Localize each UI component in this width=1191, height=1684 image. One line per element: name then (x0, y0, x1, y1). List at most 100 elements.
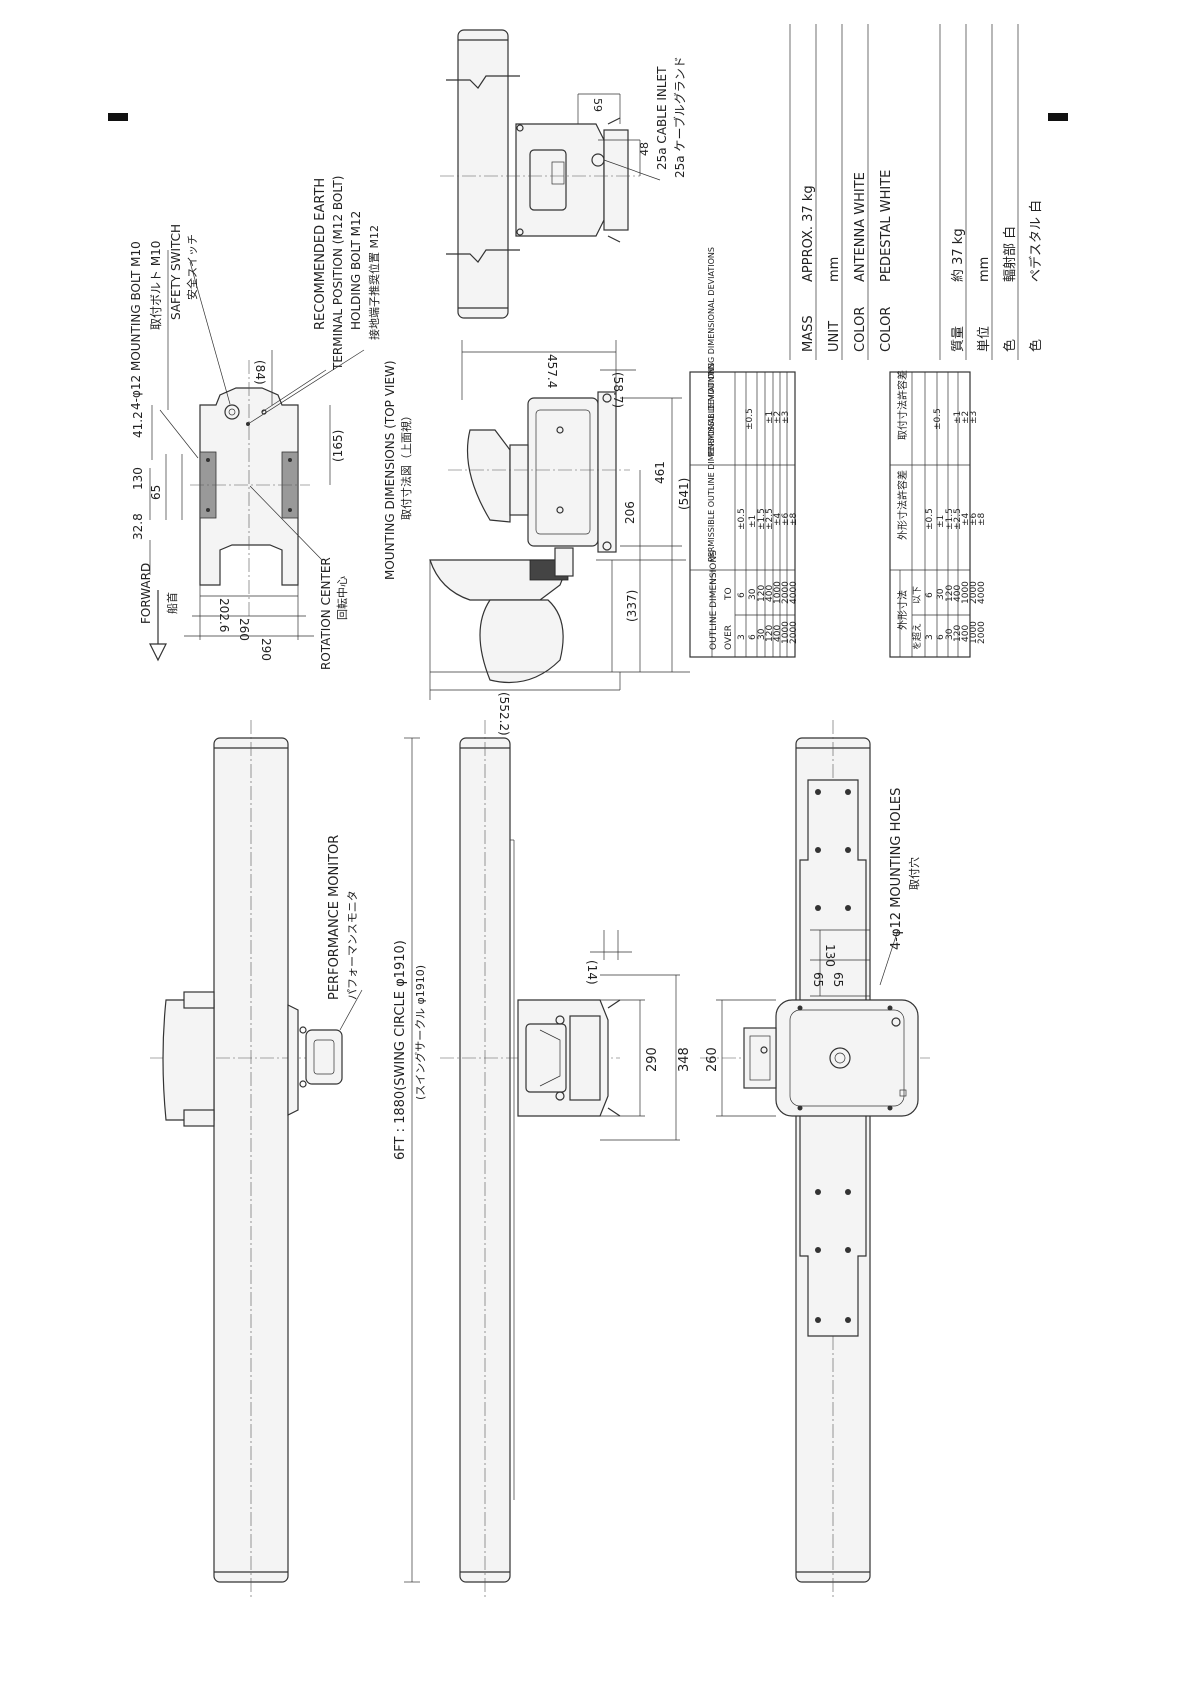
registration-mark-right (1048, 113, 1068, 121)
svg-text:±1.5: ±1.5 (945, 508, 955, 530)
svg-text:30: 30 (748, 588, 758, 600)
mounting-top-view (149, 250, 365, 640)
svg-text:以下: 以下 (913, 586, 923, 604)
dim-165: (165) (331, 430, 345, 462)
svg-text:6: 6 (925, 592, 935, 598)
rotation-center-label-jp: 回転中心 (336, 576, 349, 620)
dim-59: 59 (591, 98, 604, 112)
earth-terminal-label-2: TERMINAL POSITION (M12 BOLT) (331, 176, 345, 371)
svg-text:±4: ±4 (773, 512, 783, 526)
cable-inlet-label-jp: 25a ケーブルグランド (672, 56, 687, 178)
svg-text:120: 120 (945, 585, 955, 602)
svg-text:±1: ±1 (936, 515, 946, 528)
dim-457-4: 457.4 (545, 354, 559, 388)
spec-color-antenna-value-jp: 輻射部 白 (1002, 226, 1018, 282)
svg-text:120: 120 (953, 625, 963, 642)
svg-text:400: 400 (765, 585, 775, 602)
end-view (440, 29, 661, 319)
dim-260-top: 260 (237, 618, 251, 641)
radiator-top-view (150, 720, 363, 1600)
rotation-center-leader (249, 485, 323, 561)
svg-text:±2.5: ±2.5 (765, 508, 775, 530)
spec-mass-label: MASS (801, 315, 816, 352)
spec-color-antenna-label-jp: 色 (1002, 339, 1018, 352)
svg-text:取付寸法許容差: 取付寸法許容差 (896, 370, 909, 440)
svg-text:±1: ±1 (953, 411, 963, 424)
svg-text:±4: ±4 (961, 512, 971, 526)
svg-text:±6: ±6 (781, 512, 791, 526)
svg-text:400: 400 (953, 585, 963, 602)
svg-text:400: 400 (961, 625, 971, 642)
svg-text:±1: ±1 (765, 411, 775, 424)
dim-14: (14) (585, 960, 599, 985)
spec-unit-label: UNIT (827, 321, 842, 352)
svg-text:30: 30 (936, 588, 946, 600)
svg-text:OVER: OVER (724, 625, 734, 650)
dim-260: 260 (705, 1047, 720, 1072)
spec-color-pedestal-value-jp: ペデスタル 白 (1028, 200, 1044, 282)
tolerance-table-jp (889, 371, 971, 658)
dim-206: 206 (623, 501, 637, 524)
svg-text:1000: 1000 (969, 621, 979, 644)
svg-text:6: 6 (737, 592, 747, 598)
dim-65-b: 65 (831, 972, 845, 987)
svg-text:±2.5: ±2.5 (953, 508, 963, 530)
svg-text:PERMISSIBLE MOUNTING DIMENSION: PERMISSIBLE MOUNTING DIMENSIONAL DEVIATI… (707, 247, 716, 456)
spec-color-pedestal-label-jp: 色 (1028, 339, 1044, 352)
radiator-bottom-view (700, 720, 930, 1600)
svg-text:120: 120 (765, 625, 775, 642)
swing-circle-label-jp: (スイングサークル φ1910) (413, 965, 427, 1100)
rotation-center-label: ROTATION CENTER (319, 557, 333, 670)
svg-text:±6: ±6 (969, 512, 979, 526)
tolerance-table-en (689, 371, 796, 658)
spec-mass-value: APPROX. 37 kg (801, 185, 816, 282)
svg-text:120: 120 (757, 585, 767, 602)
svg-text:2000: 2000 (781, 581, 791, 604)
svg-text:30: 30 (757, 628, 767, 640)
svg-text:±2: ±2 (961, 411, 971, 424)
spec-mass-label-jp: 質量 (951, 326, 966, 352)
holding-bolt-label-jp: 接地端子推奨位置 M12 (367, 225, 381, 340)
top-view-title-jp: 取付寸法図（上面視） (399, 410, 413, 520)
mounting-bolt-label: 4-φ12 MOUNTING BOLT M10 (129, 241, 143, 410)
svg-text:1000: 1000 (961, 581, 971, 604)
svg-text:6: 6 (748, 634, 758, 640)
dim-337: (337) (625, 590, 639, 622)
svg-text:±8: ±8 (789, 512, 799, 526)
dim-348: 348 (677, 1047, 692, 1072)
svg-text:4000: 4000 (977, 581, 987, 604)
spec-text-jp: 質量 約 37 kg 単位 mm 色 輻射部 白 色 ペデスタル 白 (951, 200, 1044, 352)
dim-130-top: 130 (131, 467, 145, 490)
dim-541: (541) (677, 478, 691, 510)
svg-text:4000: 4000 (789, 581, 799, 604)
svg-text:1000: 1000 (781, 621, 791, 644)
svg-text:PERMISSIBLE OUTLINE DIMENSIONA: PERMISSIBLE OUTLINE DIMENSIONAL DEVIATIO… (707, 363, 716, 562)
spec-color-antenna-label: COLOR (853, 307, 868, 352)
svg-text:2000: 2000 (977, 621, 987, 644)
svg-text:6: 6 (936, 634, 946, 640)
svg-text:30: 30 (945, 628, 955, 640)
svg-text:外形寸法: 外形寸法 (896, 590, 909, 630)
svg-text:3: 3 (737, 634, 747, 640)
safety-switch-label: SAFETY SWITCH (169, 224, 183, 320)
svg-text:±0.5: ±0.5 (745, 408, 755, 430)
svg-text:OUTLINE DIMENSIONS: OUTLINE DIMENSIONS (709, 550, 719, 650)
performance-monitor (305, 1029, 343, 1085)
spec-text-en: MASS APPROX. 37 kg UNIT mm COLOR ANTENNA… (801, 170, 894, 352)
svg-text:±8: ±8 (977, 512, 987, 526)
cable-inlet-label: 25a CABLE INLET (655, 66, 669, 170)
spec-mass-value-jp: 約 37 kg (951, 228, 966, 282)
mounting-side-view (429, 340, 690, 700)
dim-552-2: (552.2) (497, 692, 511, 736)
swing-circle-label: 6FT : 1880(SWING CIRCLE φ1910) (393, 940, 408, 1160)
dim-32-8: 32.8 (131, 513, 145, 540)
mounting-holes-label-jp: 取付穴 (907, 857, 921, 890)
dim-84: (84) (253, 360, 267, 385)
dim-41-2: 41.2 (131, 411, 145, 438)
svg-text:±3: ±3 (781, 411, 791, 424)
spec-color-pedestal-label: COLOR (879, 307, 894, 352)
mounting-holes-label: 4-φ12 MOUNTING HOLES (889, 788, 904, 950)
spec-unit-value: mm (827, 257, 842, 282)
dim-461: 461 (653, 461, 667, 484)
